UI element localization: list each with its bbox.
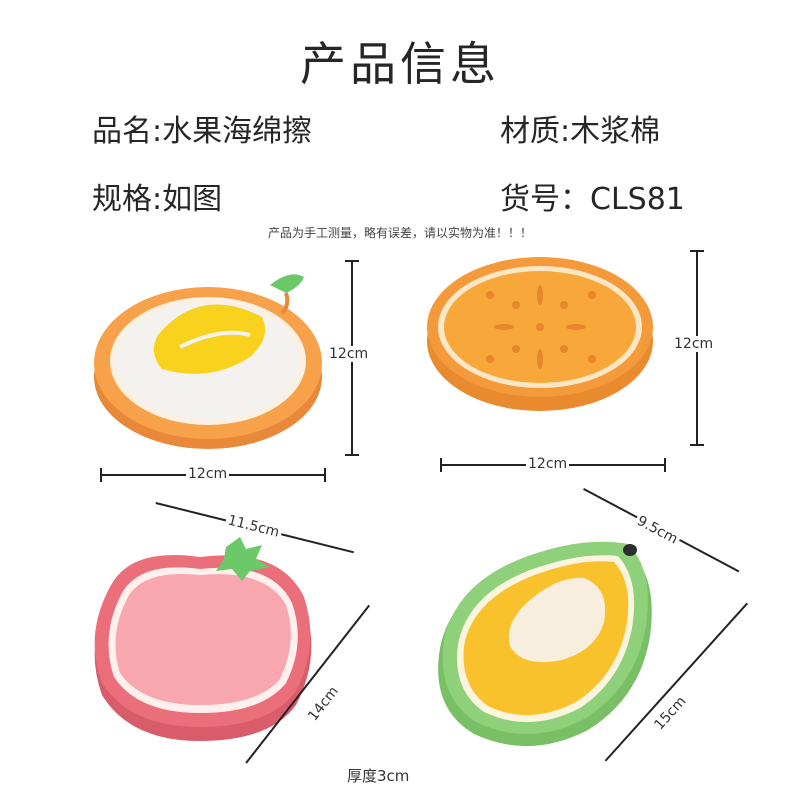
mango-sponge-image [438,541,652,747]
product-name-spec: 品名:水果海绵擦 [92,114,313,149]
lemon-height-label: 12cm [327,346,371,362]
orange-width-cap-left [440,458,442,472]
measurement-notice: 产品为手工测量，略有误差，请以实物为准！！！ [267,226,532,240]
orange-height-label: 12cm [672,336,716,352]
lemon-height-cap-top [345,260,359,262]
orange-height-cap-top [690,250,704,252]
thickness-note: 厚度3cm [345,765,412,786]
orange-width-cap-right [664,458,666,472]
strawberry-sponge-image [94,537,312,741]
orange-width-label: 12cm [526,456,570,472]
lemon-width-cap-left [100,468,102,482]
material-spec: 材质:木浆棉 [500,114,661,149]
page-title: 产品信息 [300,37,500,91]
item-number-spec: 货号：CLS81 [500,182,685,217]
size-spec: 规格:如图 [92,182,223,217]
orange-height-cap-bottom [690,444,704,446]
lemon-sponge-image [94,274,322,449]
lemon-width-label: 12cm [186,466,230,482]
orange-sponge-image [427,257,653,411]
lemon-width-cap-right [324,468,326,482]
lemon-height-cap-bottom [345,454,359,456]
